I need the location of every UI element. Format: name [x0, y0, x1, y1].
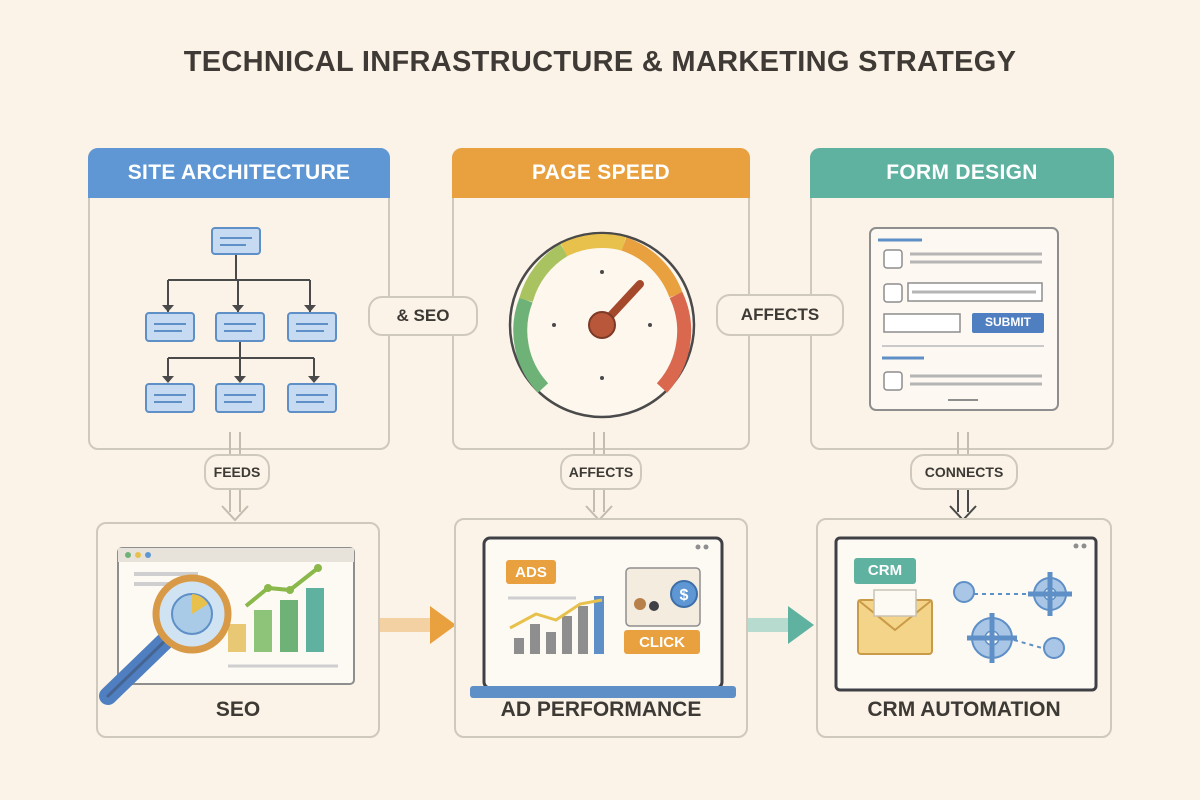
feeds-connector: FEEDS	[204, 454, 270, 490]
form-design-header: FORM DESIGN	[810, 148, 1114, 198]
seo-panel: SEO	[96, 522, 380, 738]
crm-gears-icon	[834, 536, 1098, 692]
ad-performance-label: AD PERFORMANCE	[500, 698, 702, 721]
page-speed-panel: PAGE SPEED	[452, 148, 750, 450]
magnifier-chart-icon	[99, 547, 355, 705]
ad-performance-panel: $ ADS CLICK AD PERFORMANCE	[454, 518, 748, 738]
page-speed-header: PAGE SPEED	[452, 148, 750, 198]
click-badge: CLICK	[639, 634, 685, 651]
submit-button: SUBMIT	[985, 315, 1031, 329]
affects-vertical-connector: AFFECTS	[560, 454, 642, 490]
affects-horizontal-connector: AFFECTS	[716, 294, 844, 336]
connects-connector: CONNECTS	[910, 454, 1018, 490]
site-architecture-panel: SITE ARCHITECTURE	[88, 148, 390, 450]
form-icon	[869, 227, 1059, 411]
seo-label: SEO	[215, 698, 261, 721]
laptop-ads-icon: $	[470, 536, 736, 698]
site-architecture-header: SITE ARCHITECTURE	[88, 148, 390, 198]
page-title: TECHNICAL INFRASTRUCTURE & MARKETING STR…	[183, 46, 1017, 78]
ads-badge: ADS	[515, 564, 547, 581]
speedometer-icon	[508, 231, 696, 419]
crm-automation-panel: CRM CRM AUTOMATION	[816, 518, 1112, 738]
sitemap-icon	[145, 227, 337, 413]
svg-text:$: $	[680, 587, 689, 604]
crm-automation-label: CRM AUTOMATION	[867, 698, 1061, 721]
seo-connector: & SEO	[368, 296, 478, 336]
crm-badge: CRM	[867, 562, 903, 579]
